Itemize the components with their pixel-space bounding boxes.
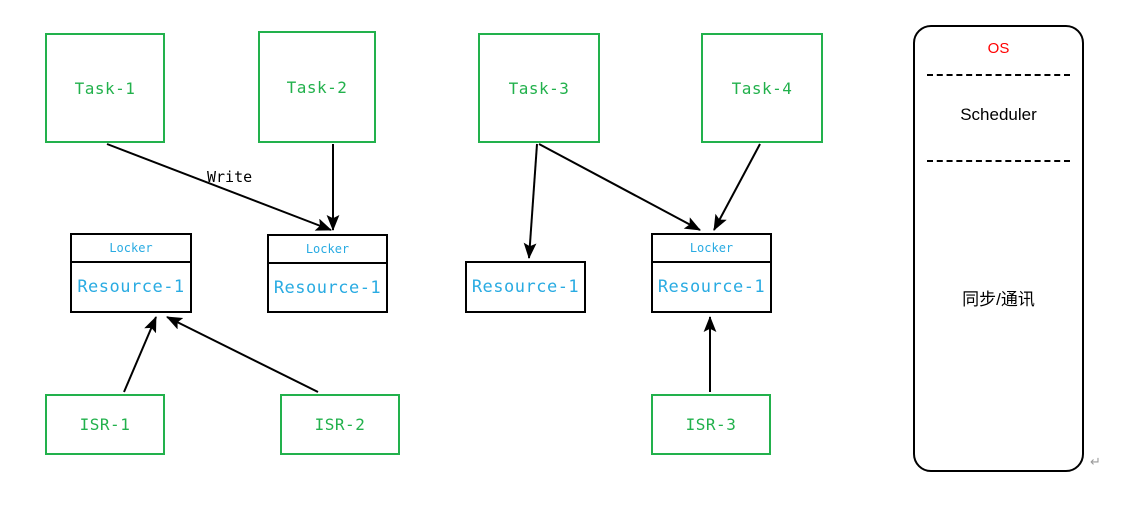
resource-body-3: Resource-1 (467, 263, 584, 311)
isr-box-1[interactable]: ISR-1 (45, 394, 165, 455)
task-box-1[interactable]: Task-1 (45, 33, 165, 143)
locker-header-1: Locker (72, 235, 190, 263)
task-box-2[interactable]: Task-2 (258, 31, 376, 143)
locker-header-2: Locker (269, 236, 386, 264)
locker-label-2: Locker (305, 242, 350, 256)
edge-isr2-to-resource1a (166, 316, 319, 393)
os-divider-bottom (927, 160, 1070, 162)
resource-body-1: Resource-1 (72, 263, 190, 311)
edge-task3-to-resource1c (523, 143, 538, 259)
os-title: OS (987, 40, 1010, 57)
resource-box-2[interactable]: Locker Resource-1 (267, 234, 388, 313)
locker-header-4: Locker (653, 235, 770, 263)
resource-label-2: Resource-1 (273, 277, 382, 298)
resource-box-1[interactable]: Locker Resource-1 (70, 233, 192, 313)
resource-label-3: Resource-1 (471, 277, 580, 297)
edge-task3-to-resource1d (538, 143, 701, 231)
task-label-1: Task-1 (74, 78, 136, 98)
os-panel[interactable]: OS Scheduler 同步/通讯 (913, 25, 1084, 472)
pilcrow-mark: ↵ (1090, 454, 1101, 469)
task-label-2: Task-2 (286, 77, 348, 97)
isr-box-2[interactable]: ISR-2 (280, 394, 400, 455)
locker-label-1: Locker (109, 241, 153, 255)
resource-box-4[interactable]: Locker Resource-1 (651, 233, 772, 313)
isr-label-1: ISR-1 (79, 415, 131, 434)
os-divider-top (927, 74, 1070, 76)
resource-body-2: Resource-1 (269, 264, 386, 311)
resource-label-4: Resource-1 (657, 277, 766, 297)
resource-box-3[interactable]: Resource-1 (465, 261, 586, 313)
edge-task4-to-resource1d (713, 143, 761, 231)
isr-label-2: ISR-2 (314, 415, 366, 434)
edge-task1-to-resource1b (106, 143, 332, 231)
resource-body-4: Resource-1 (653, 263, 770, 311)
task-box-3[interactable]: Task-3 (478, 33, 600, 143)
task-label-3: Task-3 (508, 78, 570, 98)
isr-box-3[interactable]: ISR-3 (651, 394, 771, 455)
locker-label-4: Locker (689, 241, 734, 255)
task-box-4[interactable]: Task-4 (701, 33, 823, 143)
task-label-4: Task-4 (731, 78, 793, 98)
os-scheduler-label: Scheduler (960, 105, 1037, 124)
resource-label-1: Resource-1 (77, 277, 185, 297)
os-sync-label: 同步/通讯 (962, 290, 1035, 309)
edge-label-write: Write (207, 168, 253, 186)
edge-isr1-to-resource1a (123, 316, 157, 393)
isr-label-3: ISR-3 (685, 415, 737, 434)
